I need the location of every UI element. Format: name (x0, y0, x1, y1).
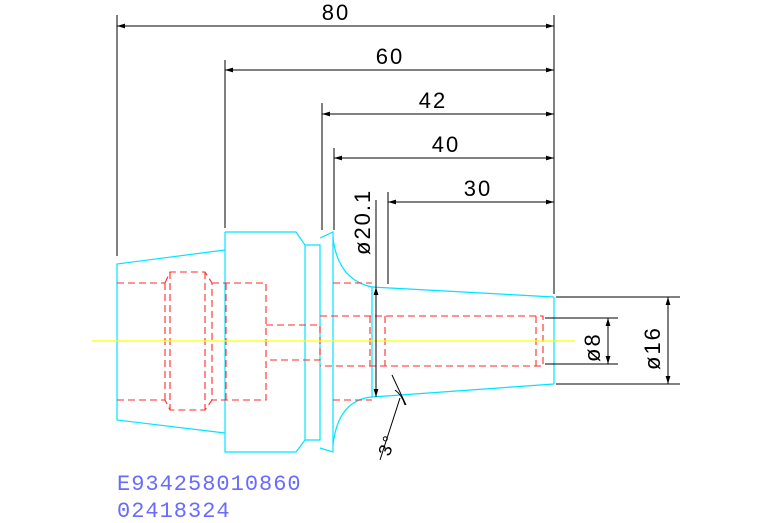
part-code-line-2: 02418324 (117, 499, 231, 523)
nose-top-edge (371, 286, 555, 298)
nose-fillet-bottom (332, 396, 373, 446)
dimension-lines (116, 15, 680, 461)
groove (305, 244, 321, 441)
dim-dia-8-label: ø8 (580, 332, 605, 362)
flange-block (224, 231, 306, 453)
angle-label: 3° (374, 432, 400, 459)
nose-fillet-top (332, 237, 373, 288)
dim-60-label: 60 (376, 44, 404, 69)
dimension-texts: 80 60 42 40 30 ø20.1 ø8 ø16 3° (322, 0, 665, 458)
angle-leader (379, 397, 401, 461)
part-code-line-1: E934258010860 (117, 472, 302, 497)
dim-dia-20-1-label: ø20.1 (350, 189, 375, 255)
dim-dia-16-label: ø16 (640, 326, 665, 370)
nose-bottom-edge (371, 383, 555, 398)
part-outline (116, 231, 555, 453)
left-taper-body (116, 249, 226, 434)
dim-40-label: 40 (432, 132, 460, 157)
dim-80-label: 80 (322, 0, 350, 25)
collar (319, 231, 334, 453)
dim-42-label: 42 (419, 88, 447, 113)
dim-30-label: 30 (464, 176, 492, 201)
part-codes: E934258010860 02418324 (117, 472, 302, 523)
